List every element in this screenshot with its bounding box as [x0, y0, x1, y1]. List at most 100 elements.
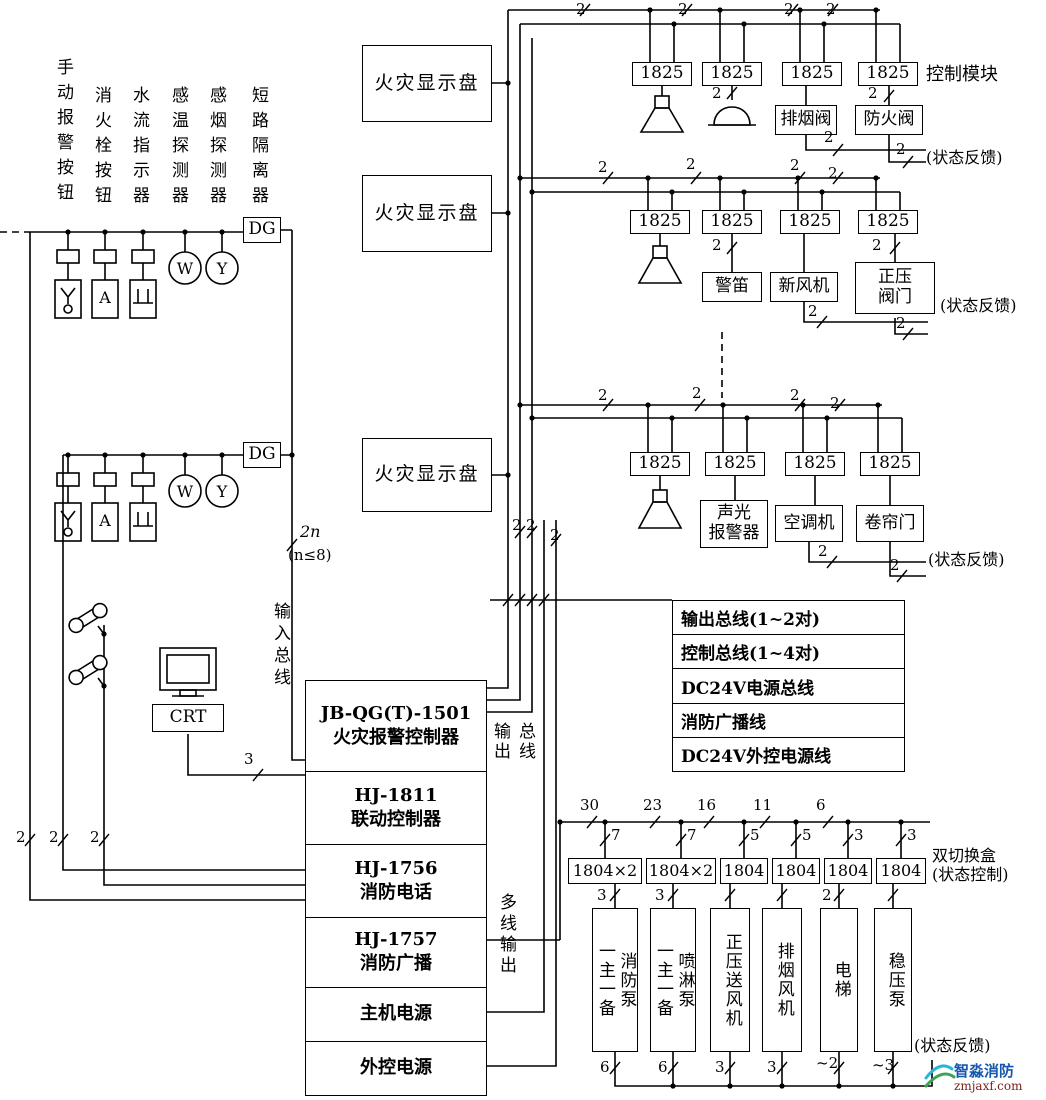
- fire-display-panel-1: 火灾显示盘: [362, 45, 492, 122]
- wire-count-label: 6: [816, 796, 826, 814]
- fire-damper-box: 防火阀: [855, 105, 923, 135]
- status-feedback-label: (状态反馈): [928, 550, 1005, 569]
- wire-count-label: 3: [715, 1058, 725, 1076]
- wire-count-label: 2: [872, 236, 882, 254]
- wire-count-label: 2: [868, 84, 878, 102]
- status-feedback-label: (状态反馈): [926, 148, 1003, 167]
- speaker-icon: [637, 95, 685, 529]
- module-1825-box: 1825: [630, 452, 690, 476]
- module-1825-box: 1825: [632, 62, 692, 86]
- wire-count-label: 2: [90, 828, 100, 846]
- wire-count-label: 2: [784, 0, 794, 18]
- main-power-section: 主机电源: [306, 988, 486, 1042]
- label-manual-alarm-button: 手动报警按钮: [53, 58, 73, 208]
- wire-count-label: 2: [830, 394, 840, 412]
- module-1825-box: 1825: [780, 210, 840, 234]
- wire-count-label: 2: [526, 516, 536, 534]
- label-line: 报警器: [708, 523, 760, 543]
- label-line: 一主一备: [653, 942, 673, 1018]
- legend-dc24v-power-bus: DC24V电源总线: [673, 669, 904, 704]
- crt-monitor-icon: [159, 647, 217, 697]
- label-hydrant-button: 消火栓按钮: [91, 86, 111, 211]
- label-line: 阀门: [878, 287, 912, 307]
- wire-count-label: 7: [611, 826, 621, 844]
- heat-detector-letter: W: [176, 482, 194, 501]
- smoke-detector-letter: Y: [216, 259, 228, 278]
- wire-count-label: 2: [678, 0, 688, 18]
- isolator-dg-box-2: DG: [243, 442, 281, 468]
- module-1804-box: 1804: [772, 858, 820, 884]
- label-line: JB-QG(T)-1501: [320, 702, 472, 724]
- wire-count-label: 2: [790, 156, 800, 174]
- wire-count-label: 2: [890, 556, 900, 574]
- wire-count-label: 3: [854, 826, 864, 844]
- water-flow-indicator-icon: [133, 289, 153, 527]
- label-line: 喷淋泵: [674, 951, 695, 1009]
- label-line: 消防广播: [360, 953, 432, 975]
- wire-count-label: 2: [576, 0, 586, 18]
- wire-count-label: 11: [753, 796, 773, 814]
- wire-count-label: 2: [686, 155, 696, 173]
- label-line: 消防泵: [616, 951, 637, 1009]
- module-1825-box: 1825: [705, 452, 765, 476]
- wire-count-label: ~3: [872, 1056, 895, 1074]
- rolling-door-box: 卷帘门: [856, 505, 924, 542]
- module-1825-box: 1825: [858, 62, 918, 86]
- label-line: 火灾报警控制器: [333, 727, 459, 749]
- fire-display-panel-3: 火灾显示盘: [362, 438, 492, 512]
- wire-count-label: ~2: [816, 1054, 839, 1072]
- wire-count-label: 3: [655, 886, 665, 904]
- wire-count-label: 2: [550, 526, 560, 544]
- hydrant-button-letter: A: [99, 511, 111, 530]
- label-line: 电梯: [830, 961, 851, 999]
- module-1804-box: 1804: [720, 858, 768, 884]
- stabilizing-pump-box: 稳压泵: [874, 908, 912, 1052]
- module-1825-box: 1825: [630, 210, 690, 234]
- label-line: 消防电话: [360, 882, 432, 904]
- junction-dots: [65, 7, 904, 1089]
- positive-pressure-valve-box: 正压 阀门: [855, 262, 935, 314]
- module-1804-box: 1804: [876, 858, 926, 884]
- label-line: HJ-1811: [354, 785, 438, 807]
- sprinkler-pump-box: 喷淋泵 一主一备: [650, 908, 696, 1052]
- crt-box: CRT: [152, 704, 224, 732]
- air-conditioner-box: 空调机: [775, 505, 843, 542]
- label-line: 一主一备: [595, 942, 615, 1018]
- input-bus-label: 输入总线: [270, 602, 290, 690]
- loop-count-condition: (n≤8): [288, 546, 332, 564]
- pressurization-fan-box: 正压送风机: [710, 908, 750, 1052]
- label-short-circuit-isolator: 短路隔离器: [248, 86, 268, 211]
- siren-icon: [708, 106, 756, 126]
- wire-count-label: 2: [692, 384, 702, 402]
- wire-count-label: 7: [687, 826, 697, 844]
- wire-count-label: 2: [828, 164, 838, 182]
- module-1804x2-box: 1804×2: [646, 858, 716, 884]
- wire-count-label: 2: [598, 386, 608, 404]
- fresh-air-fan-box: 新风机: [770, 272, 838, 302]
- watermark-brand: 智淼消防: [954, 1062, 1015, 1080]
- label-line: 双切换盒: [932, 846, 997, 865]
- wire-count-label: 2: [49, 828, 59, 846]
- wire-count-label: 3: [244, 750, 254, 768]
- legend-output-bus: 输出总线(1~2对): [673, 601, 904, 636]
- smoke-exhaust-fan-box: 排烟风机: [762, 908, 802, 1052]
- label-heat-detector: 感温探测器: [168, 86, 188, 211]
- module-1804-box: 1804: [824, 858, 872, 884]
- wire-count-label: 23: [643, 796, 663, 814]
- wire-count-label: 16: [697, 796, 717, 814]
- label-smoke-detector: 感烟探测器: [206, 86, 226, 211]
- label-line: HJ-1757: [354, 929, 438, 951]
- module-1825-box: 1825: [860, 452, 920, 476]
- wire-count-label: 3: [767, 1058, 777, 1076]
- hydrant-button-letter: A: [99, 288, 111, 307]
- module-1804x2-box: 1804×2: [568, 858, 642, 884]
- watermark-site: zmjaxf.com: [954, 1079, 1023, 1093]
- label-line: 外控电源: [360, 1057, 432, 1079]
- bus-output-label: 总线输出: [490, 722, 535, 762]
- fire-display-panel-2: 火灾显示盘: [362, 175, 492, 252]
- loop-count-label: 2n: [300, 522, 321, 541]
- smoke-exhaust-valve-box: 排烟阀: [775, 105, 837, 135]
- wire-count-label: 2: [826, 0, 836, 18]
- legend-fire-broadcast-line: 消防广播线: [673, 704, 904, 738]
